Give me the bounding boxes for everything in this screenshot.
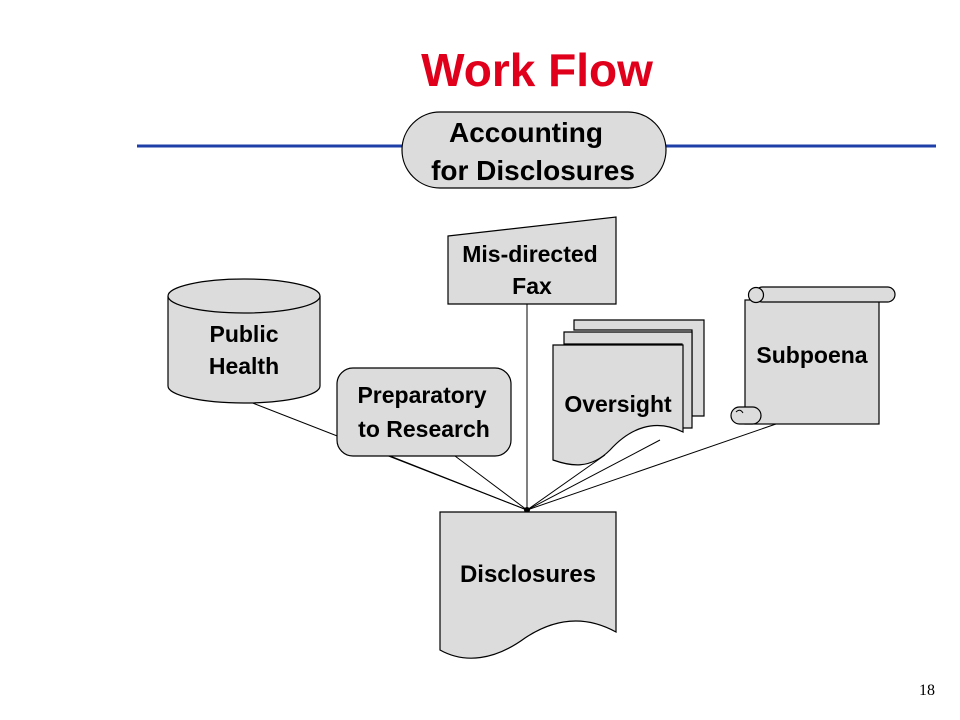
public-health-line-2: Health <box>209 353 279 379</box>
misdirected-fax-node: Mis-directed Fax <box>447 216 617 305</box>
connector-subpoena <box>526 423 777 511</box>
connector-oversight-1 <box>526 454 606 511</box>
preparatory-node: Preparatory to Research <box>336 367 512 457</box>
oversight-node: Oversight <box>552 319 705 466</box>
subpoena-label: Subpoena <box>756 342 867 368</box>
disclosures-label: Disclosures <box>460 561 596 588</box>
public-health-node: Public Health <box>167 278 321 404</box>
preparatory-line-2: to Research <box>358 416 490 442</box>
slide-title: Work Flow <box>421 44 653 96</box>
disclosures-node: Disclosures <box>439 511 617 659</box>
public-health-line-1: Public <box>209 321 278 347</box>
banner-line-1: Accounting <box>449 117 603 148</box>
connector-preparatory-2 <box>454 455 528 511</box>
misdirected-line-2: Fax <box>512 273 552 299</box>
connector-oversight-2 <box>526 439 661 511</box>
accounting-banner: Accounting for Disclosures <box>401 111 667 189</box>
preparatory-line-1: Preparatory <box>357 382 486 408</box>
page-number: 18 <box>919 682 935 699</box>
oversight-label: Oversight <box>564 391 672 417</box>
connector-preparatory <box>389 455 528 511</box>
misdirected-line-1: Mis-directed <box>462 241 597 267</box>
subpoena-node: Subpoena <box>730 286 896 425</box>
banner-line-2: for Disclosures <box>431 155 635 186</box>
